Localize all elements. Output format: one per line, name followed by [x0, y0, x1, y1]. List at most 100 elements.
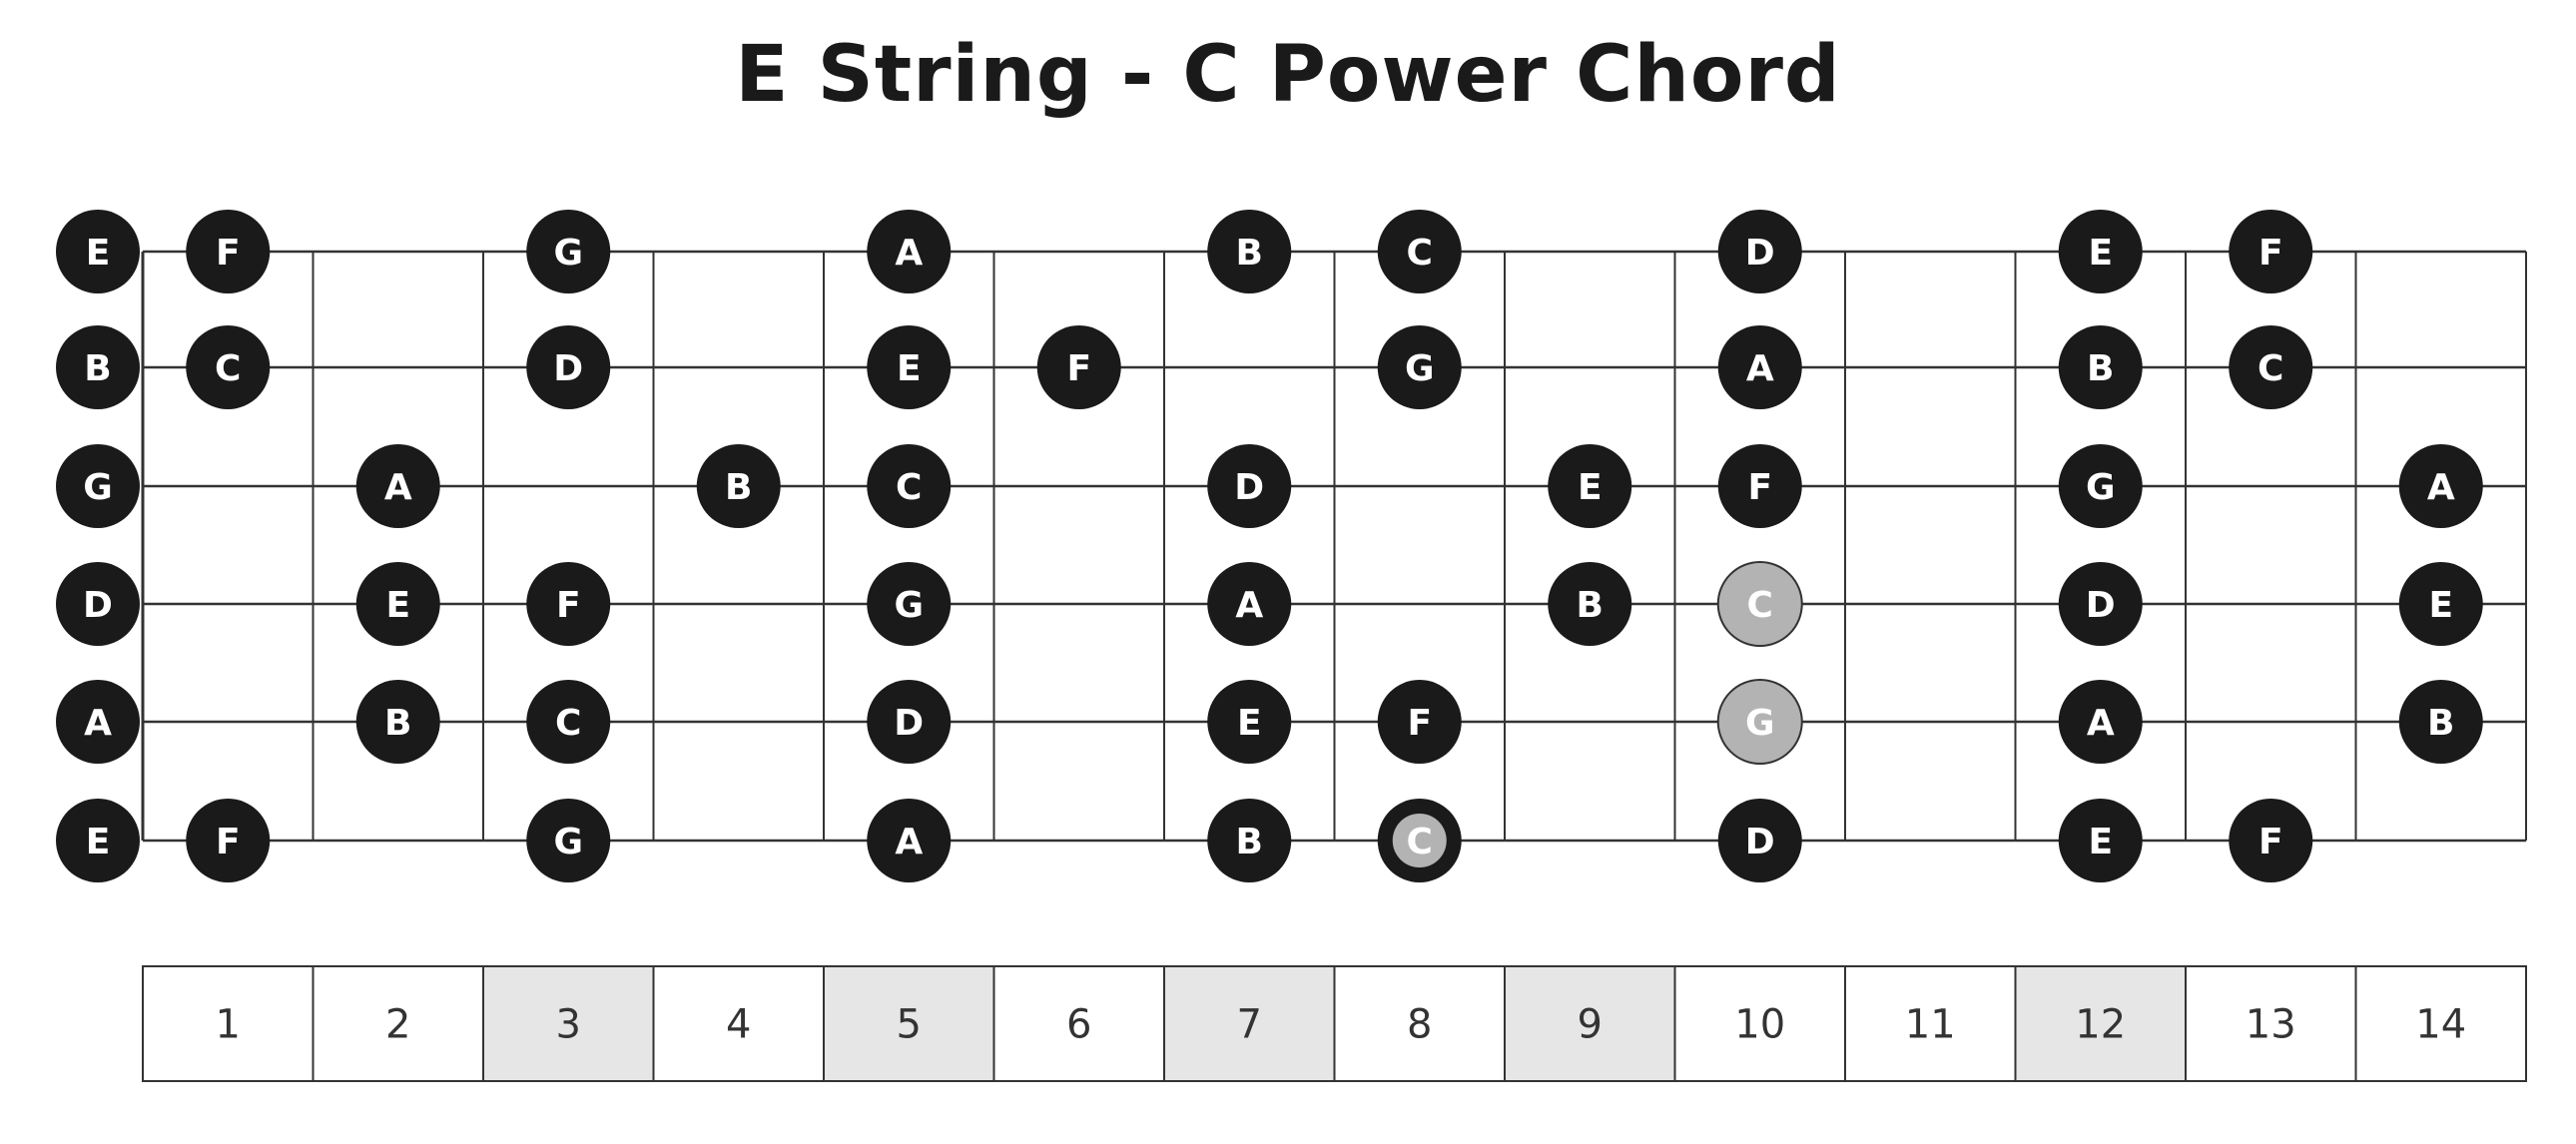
note-marker: E [2398, 562, 2483, 646]
fret-number-label: 6 [1066, 1002, 1091, 1048]
note-circle [2229, 325, 2313, 409]
open-string-note: E [56, 799, 140, 882]
fret-number-cell [482, 965, 655, 1082]
fret-number-cell [1673, 965, 1846, 1082]
note-marker: A [2058, 680, 2143, 764]
power-chord-note: G [1716, 679, 1803, 765]
note-label: B [84, 348, 111, 389]
note-marker: D [526, 325, 611, 409]
note-label: E [897, 348, 922, 389]
note-marker: C [526, 680, 611, 764]
diagram-title: E String - C Power Chord [735, 30, 1841, 120]
note-circle [526, 562, 611, 646]
note-circle [1548, 444, 1632, 528]
note-marker: F [1036, 325, 1121, 409]
note-marker: F [526, 562, 611, 646]
note-circle [56, 210, 140, 293]
root-inner-circle [1392, 814, 1447, 867]
note-circle [526, 799, 611, 882]
note-circle [56, 562, 140, 646]
note-label: E [1578, 467, 1603, 508]
fret-number-label: 1 [216, 1002, 241, 1048]
note-circle [2058, 325, 2143, 409]
note-circle [2398, 680, 2483, 764]
note-label: G [553, 233, 583, 274]
note-marker: F [2229, 210, 2313, 293]
note-label: E [2088, 822, 2113, 862]
note-circle [526, 210, 611, 293]
fret-number-cell [1504, 965, 1676, 1082]
note-circle [1548, 562, 1632, 646]
fret-number-label: 8 [1407, 1002, 1432, 1048]
note-marker: D [1207, 444, 1292, 528]
note-label: A [2427, 467, 2455, 508]
note-label: C [215, 348, 241, 389]
note-label: E [385, 585, 410, 626]
note-circle [1716, 679, 1803, 765]
root-note: C [1377, 799, 1462, 882]
note-label: F [556, 585, 581, 626]
note-marker: G [1377, 325, 1462, 409]
fret-number-label: 3 [556, 1002, 581, 1048]
open-string-note: B [56, 325, 140, 409]
note-marker: A [355, 444, 440, 528]
note-circle [2229, 799, 2313, 882]
note-circle [355, 444, 440, 528]
note-circle [1377, 680, 1462, 764]
note-circle [1716, 561, 1803, 647]
note-circle [2058, 680, 2143, 764]
note-circle [867, 680, 952, 764]
note-circle [1207, 210, 1292, 293]
note-marker: G [526, 210, 611, 293]
note-circle [526, 325, 611, 409]
note-marker: G [526, 799, 611, 882]
note-marker: D [1717, 799, 1802, 882]
note-circle [696, 444, 781, 528]
fret-number-cell [2014, 965, 2187, 1082]
note-label: D [1234, 467, 1264, 508]
note-label: G [894, 585, 924, 626]
note-label: D [894, 703, 924, 744]
note-label: B [2427, 703, 2454, 744]
note-circle [1717, 210, 1802, 293]
fret-number-label: 9 [1578, 1002, 1603, 1048]
note-circle [2398, 444, 2483, 528]
note-label: B [2087, 348, 2114, 389]
note-circle [1377, 325, 1462, 409]
note-circle [526, 680, 611, 764]
note-circle [867, 325, 952, 409]
fret-number-label: 5 [897, 1002, 922, 1048]
note-marker: E [355, 562, 440, 646]
note-circle [2058, 799, 2143, 882]
note-marker: B [1548, 562, 1632, 646]
note-marker: B [355, 680, 440, 764]
note-marker: E [1548, 444, 1632, 528]
note-circle [867, 210, 952, 293]
note-label: F [1407, 703, 1432, 744]
note-label: G [2086, 467, 2116, 508]
fret-number-label: 11 [1905, 1002, 1956, 1048]
fret-number-label: 2 [385, 1002, 410, 1048]
note-marker: B [1207, 799, 1292, 882]
note-circle [56, 799, 140, 882]
fret-number-cell [1163, 965, 1336, 1082]
fretboard-grid [141, 250, 2527, 843]
note-label: B [725, 467, 752, 508]
note-circle [56, 680, 140, 764]
note-marker: B [696, 444, 781, 528]
note-marker: A [1207, 562, 1292, 646]
note-circle [1036, 325, 1121, 409]
note-label: C [1407, 822, 1433, 862]
note-label: D [83, 585, 113, 626]
note-label: F [216, 822, 241, 862]
note-label: B [1236, 233, 1263, 274]
fret-number-cell [2354, 965, 2527, 1082]
note-label: G [553, 822, 583, 862]
note-circle [1207, 562, 1292, 646]
note-marker: C [2229, 325, 2313, 409]
note-marker: D [2058, 562, 2143, 646]
note-marker: A [1717, 325, 1802, 409]
note-label: B [1577, 585, 1604, 626]
